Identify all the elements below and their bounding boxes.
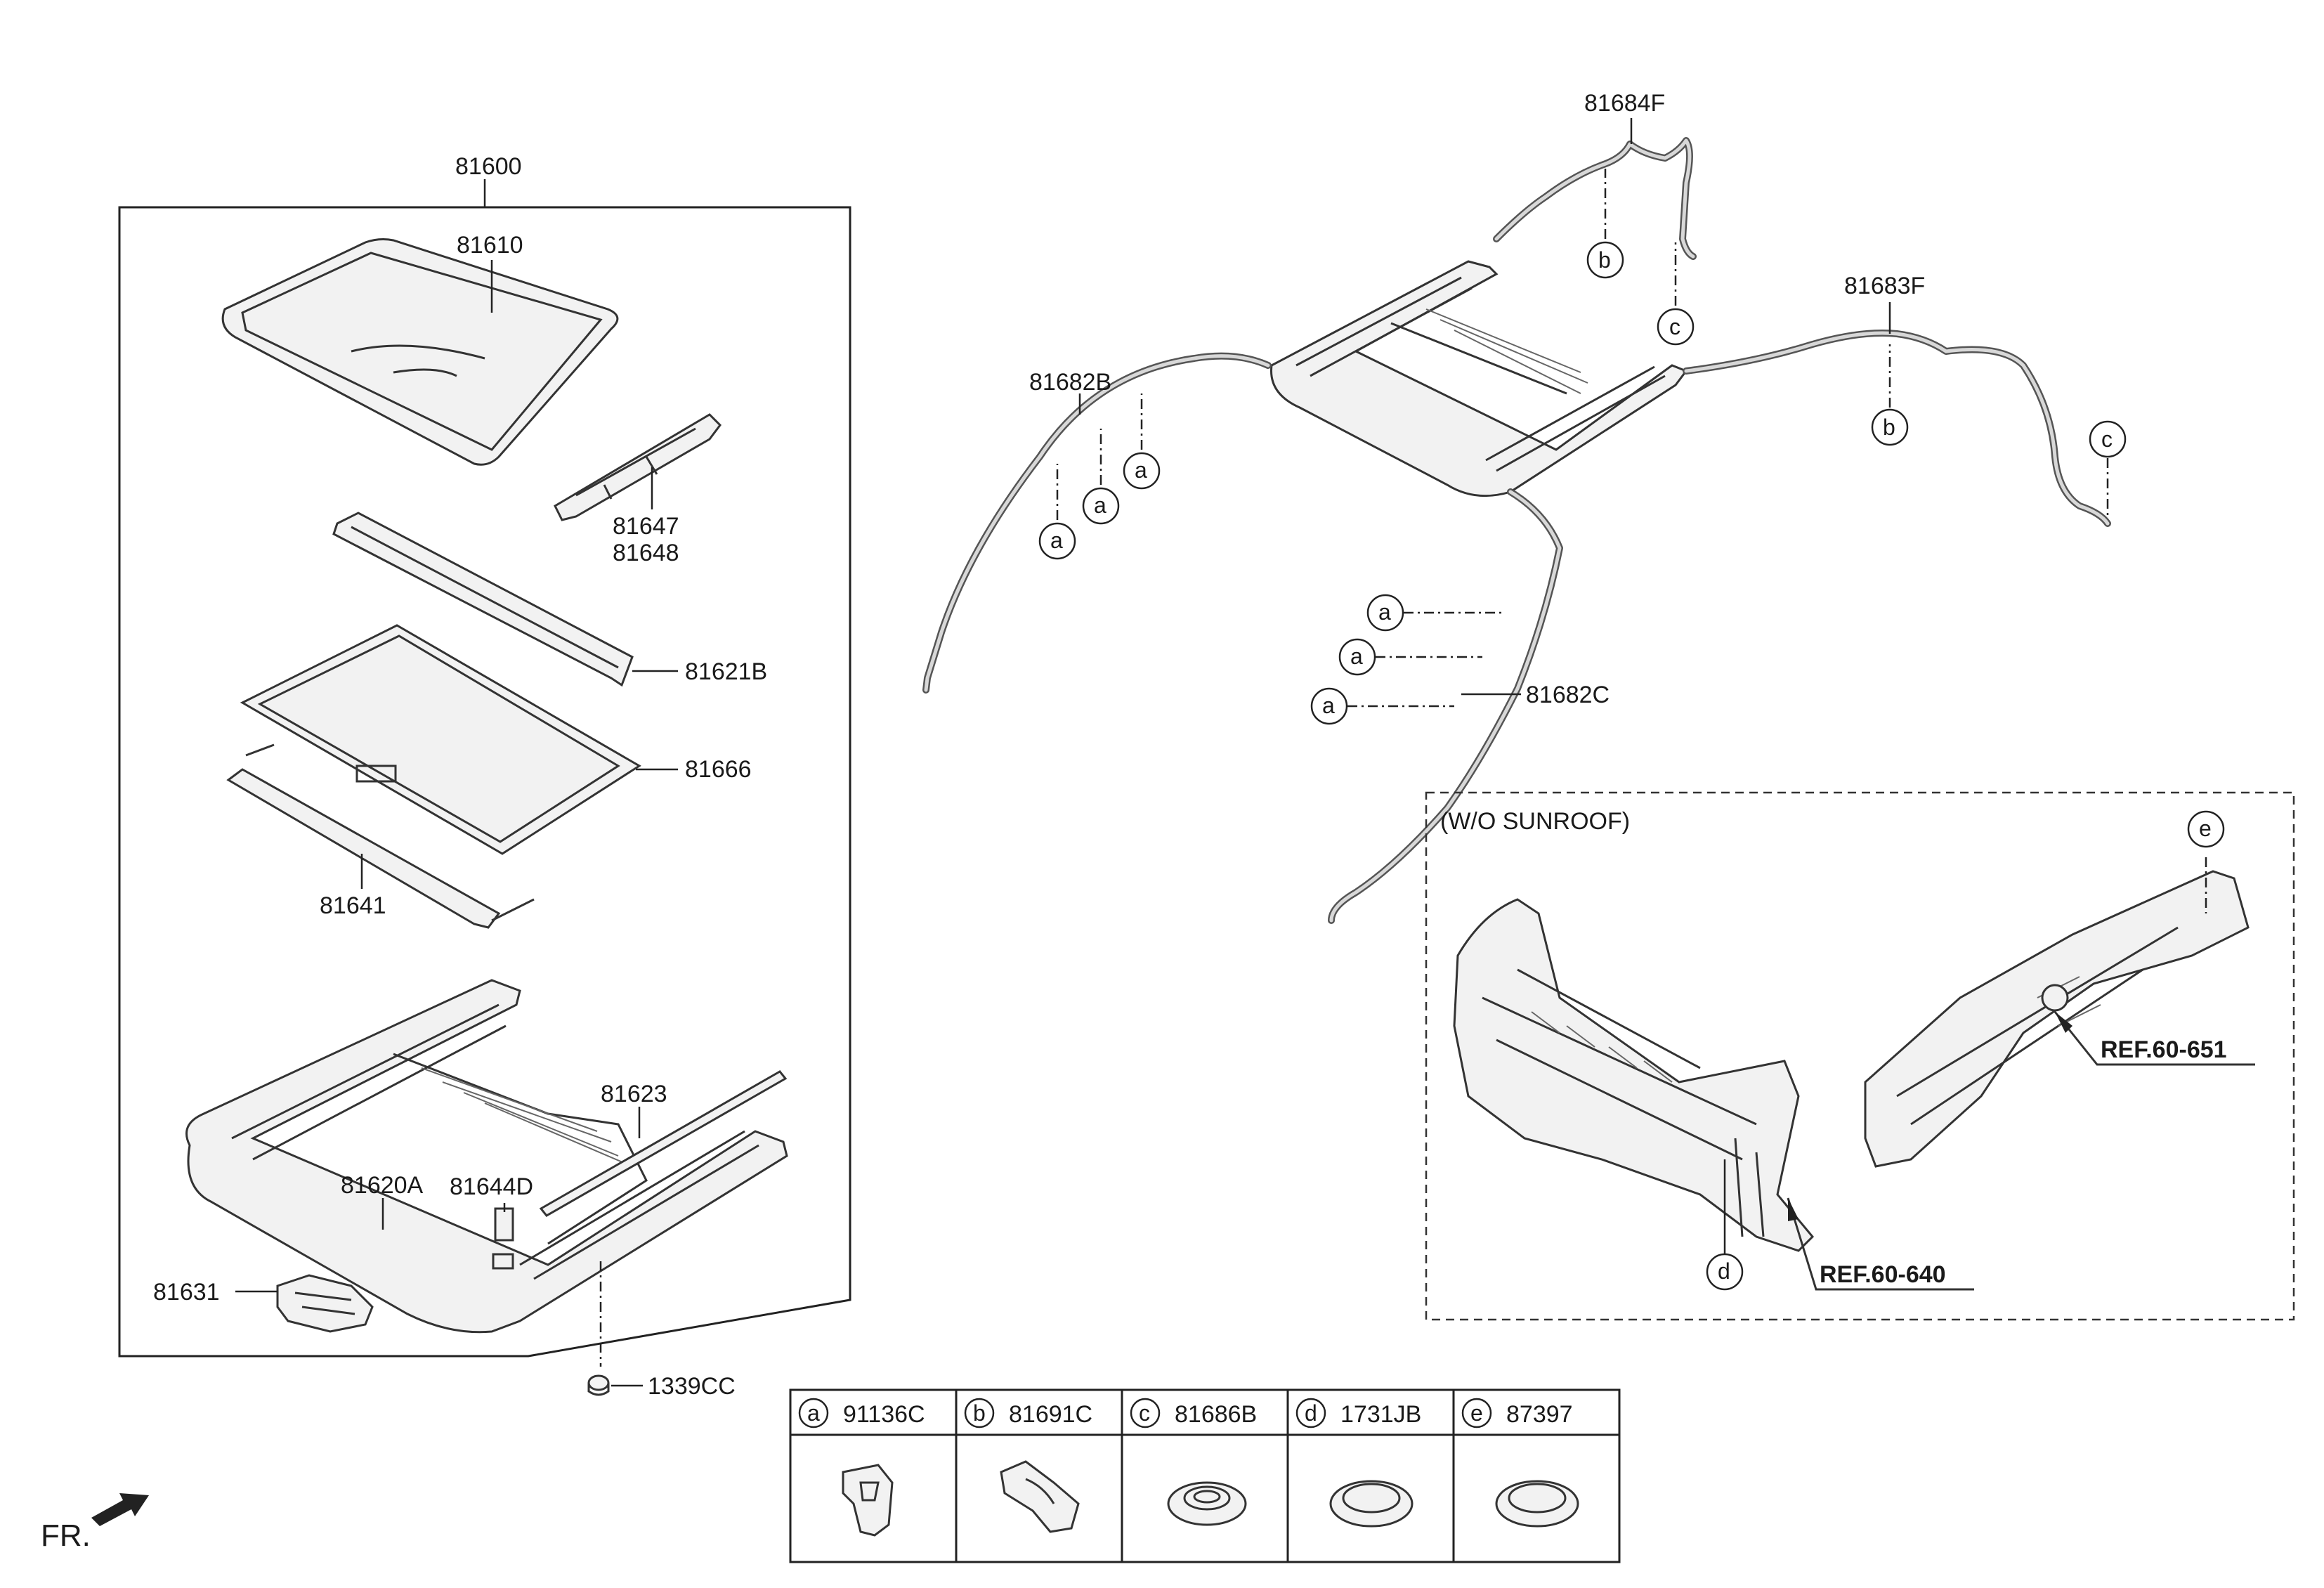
label-guide-b: 81648: [613, 540, 679, 566]
label-clip: 1339CC: [648, 1373, 736, 1400]
svg-text:81691C: 81691C: [1009, 1401, 1092, 1428]
dash-panel-structure: [1453, 898, 1815, 1252]
rail-strip: [539, 1070, 788, 1217]
label-hose-rear-left: 81684F: [1584, 90, 1665, 117]
label-hose-front-left: 81682B: [1029, 369, 1111, 396]
callout-e: e: [2199, 816, 2212, 841]
rear-body-structure: [1864, 870, 2250, 1168]
ref-label-1: REF.60-651: [2101, 1036, 2227, 1063]
clip-icon: [842, 1464, 894, 1537]
legend-cell-c: c 81686B: [1130, 1398, 1257, 1428]
drive-motor: [235, 1274, 374, 1333]
svg-text:c: c: [2101, 427, 2113, 452]
guide-bracket: [554, 413, 722, 521]
ref-label-2: REF.60-640: [1820, 1261, 1946, 1288]
svg-text:a: a: [1350, 644, 1363, 669]
inset-without-sunroof: (W/O SUNROOF) d e REF.60-651 REF.60-640: [1425, 791, 2295, 1321]
inset-box: [1425, 791, 2295, 1321]
front-direction-indicator: FR.: [41, 1493, 149, 1553]
svg-text:a: a: [1135, 457, 1147, 483]
svg-text:87397: 87397: [1506, 1401, 1573, 1428]
svg-text:b: b: [973, 1400, 986, 1426]
label-hose-rear-right: 81683F: [1844, 273, 1925, 299]
legend-cell-b: b 81691C: [964, 1398, 1092, 1428]
label-frame: 81620A: [341, 1172, 424, 1199]
svg-text:1731JB: 1731JB: [1340, 1401, 1421, 1428]
plug-icon-d: [1329, 1480, 1414, 1528]
wind-deflector: [332, 512, 678, 687]
label-motor: 81631: [153, 1279, 220, 1306]
svg-text:81686B: 81686B: [1175, 1401, 1257, 1428]
label-guide-a: 81647: [613, 513, 679, 540]
hose-rear-left: [1493, 118, 1697, 260]
assembly-box: [118, 206, 851, 1358]
sunroof-assembly-group: 81600 81610 81647 81648 81621B: [118, 153, 851, 1358]
hose-rear-right: [1683, 302, 2111, 527]
plug-icon-e: [1495, 1480, 1579, 1528]
clip-1339cc: [587, 1261, 643, 1396]
svg-text:91136C: 91136C: [843, 1401, 925, 1428]
svg-text:a: a: [1378, 599, 1391, 625]
legend-cell-a: a 91136C: [798, 1398, 925, 1428]
label-shade-bar: 81641: [320, 892, 386, 919]
small-bracket: [492, 1203, 514, 1270]
label-bracket: 81644D: [450, 1173, 533, 1200]
fr-label: FR.: [41, 1518, 91, 1553]
sunroof-frame: [185, 979, 788, 1334]
svg-text:e: e: [1470, 1400, 1483, 1426]
hose-front-right: [1328, 488, 1563, 924]
glass-panel: [221, 238, 619, 466]
svg-text:b: b: [1883, 415, 1895, 440]
svg-text:c: c: [1669, 314, 1680, 339]
grommet-icon: [1167, 1481, 1247, 1526]
svg-text:c: c: [1139, 1400, 1150, 1426]
label-glass: 81610: [457, 232, 523, 259]
legend-cell-e: e 87397: [1461, 1398, 1573, 1428]
sunshade-panel: [240, 624, 678, 855]
label-rail: 81623: [601, 1081, 667, 1107]
svg-text:b: b: [1598, 247, 1611, 273]
svg-text:a: a: [1094, 493, 1106, 518]
label-deflector: 81621B: [685, 658, 767, 685]
parts-legend-table: a 91136C b 81691C c 81686B d 1731JB e 87…: [789, 1388, 1621, 1563]
legend-cell-d: d 1731JB: [1295, 1398, 1421, 1428]
hose-front-left: [922, 352, 1272, 694]
inset-title: (W/O SUNROOF): [1440, 808, 1630, 835]
shade-bar: [226, 743, 535, 929]
svg-text:a: a: [1322, 693, 1335, 718]
callout-d: d: [1718, 1258, 1730, 1284]
label-assembly: 81600: [455, 153, 522, 180]
label-sunshade: 81666: [685, 756, 752, 783]
svg-text:a: a: [1050, 528, 1063, 553]
callouts-center: a a a b c b c a a a: [1038, 169, 2127, 725]
label-hose-front-right: 81682C: [1526, 682, 1610, 708]
svg-text:a: a: [807, 1400, 820, 1426]
frame-with-hoses: [1270, 260, 1688, 497]
fr-arrow-icon: [91, 1493, 149, 1526]
hose-clamp-icon: [1000, 1460, 1080, 1533]
svg-text:d: d: [1305, 1400, 1317, 1426]
